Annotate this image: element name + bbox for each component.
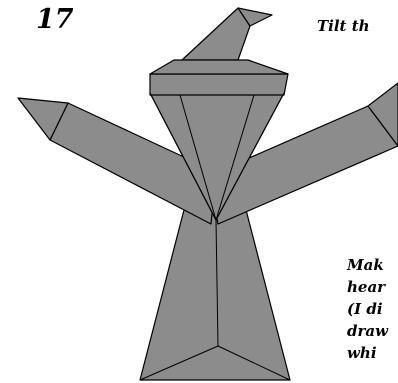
hat-cone bbox=[182, 8, 250, 60]
robe-body bbox=[140, 206, 290, 380]
hat-band bbox=[150, 60, 288, 74]
hat-brim bbox=[150, 74, 288, 95]
